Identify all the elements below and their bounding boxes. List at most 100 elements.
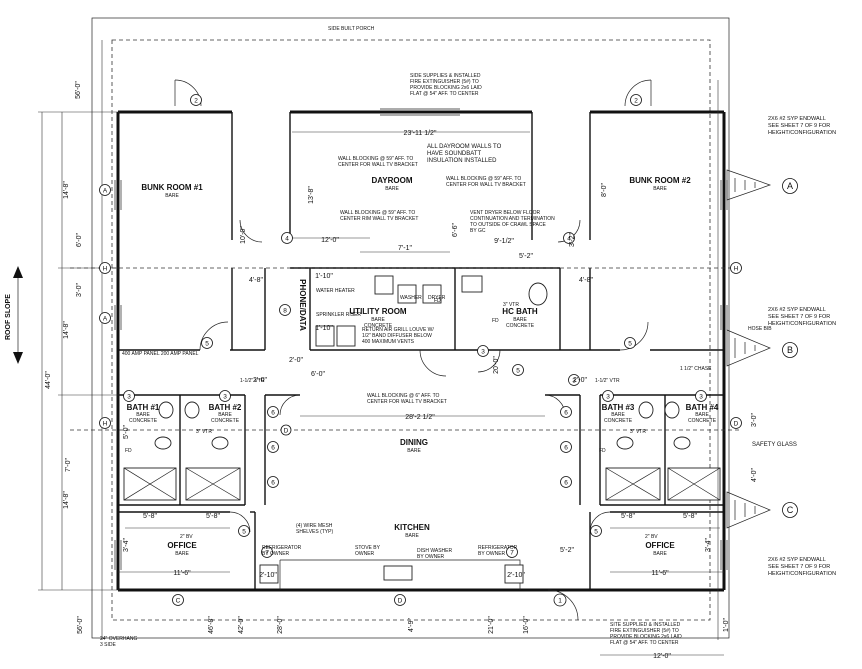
note-dryer: DRYER: [428, 295, 446, 301]
note-panel: 400 AMP PANEL 200 AMP PANEL: [122, 351, 199, 357]
door-tag: 2: [634, 98, 638, 105]
windows: [114, 108, 728, 570]
bath-fixtures: [123, 275, 721, 584]
dim-2-10: 2'-10": [259, 572, 277, 579]
grid-label-c-bottom: C: [176, 598, 181, 605]
roof-slope-arrow: [13, 266, 23, 364]
dim-3-4: 3'-4": [123, 538, 130, 552]
finish-bath3-1: BARE: [611, 412, 625, 418]
dim-5-8d: 5'-8": [683, 513, 697, 520]
note-fd-1: FD: [125, 448, 132, 454]
note-vtr-left: 1-1/2" VTR: [240, 378, 265, 384]
door-tag: 5: [628, 341, 632, 348]
grid-label-a-right: A: [787, 181, 793, 191]
dim-2-0c: 2'-0": [573, 377, 587, 384]
note-blocking-tv-1: WALL BLOCKING @ 59" AFF. TO CENTER FOR W…: [338, 156, 418, 168]
grid-label-a-left: A: [103, 188, 108, 195]
room-bath1: BATH #1: [127, 403, 160, 412]
door-tag: 2: [194, 98, 198, 105]
door-tag: 6: [564, 410, 568, 417]
door-tag: 4: [285, 236, 289, 243]
dim-6-6: 6'-6": [452, 223, 459, 237]
door-tag: 3: [699, 394, 703, 401]
note-safety-glass: SAFETY GLASS: [752, 442, 797, 448]
finish-bunk1: BARE: [165, 193, 179, 199]
grid-label-c-right: C: [787, 505, 794, 515]
dim-11-6a: 11'-6": [173, 570, 191, 577]
dim-5-2b: 5'-2": [560, 547, 574, 554]
dim-9-1-2: 9'-1/2": [494, 238, 514, 245]
note-bv-left: 2" BV: [180, 534, 193, 540]
note-vtr-hc: 3" VTR: [503, 302, 519, 308]
door-tag: 7: [510, 550, 514, 557]
note-overhang: 24" OVERHANG 3 SIDE: [100, 636, 139, 648]
dim-42: 42'-0": [238, 616, 245, 634]
finish-bath4-1: BARE: [695, 412, 709, 418]
dim-3-0c: 3'-0": [751, 413, 758, 427]
grid-label-d-mid: D: [284, 428, 289, 435]
dim-7-1: 7'-1": [398, 245, 412, 252]
room-utility: UTILITY ROOM: [349, 307, 407, 316]
room-office-left: OFFICE: [167, 541, 197, 550]
dim-5-2: 5'-2": [519, 253, 533, 260]
door-tag: 6: [271, 410, 275, 417]
dim-2-10b: 2'-10": [507, 572, 525, 579]
finish-kitchen: BARE: [405, 533, 419, 539]
room-bunk2: BUNK ROOM #2: [629, 176, 691, 185]
finish-utility-1: BARE: [371, 317, 385, 323]
grid-label-h2-left: H: [103, 421, 108, 428]
dim-left-mid: 14'-8": [63, 321, 70, 339]
door-tag: 6: [271, 445, 275, 452]
note-vtr-3-left: 3" VTR: [196, 429, 212, 435]
grid-label-d-bottom: D: [398, 598, 403, 605]
dim-left-upper: 14'-8": [63, 181, 70, 199]
note-sprinkler: SPRINKLER RISER: [316, 312, 361, 318]
grid-label-h-left: H: [103, 266, 108, 273]
note-fd-3: FD: [492, 318, 499, 324]
dim-1-10: 1'-10": [315, 273, 333, 280]
door-tag: 5: [205, 341, 209, 348]
finish-utility-2: CONCRETE: [364, 323, 393, 329]
door-tag: 5: [242, 529, 246, 536]
door-tag: 3: [572, 378, 576, 385]
dim-1-0: 1'-0": [723, 618, 730, 632]
note-fire-bot: SITE SUPPLIED & INSTALLED FIRE EXTINGUIS…: [610, 622, 683, 646]
doors: [174, 79, 652, 621]
room-bath4: BATH #4: [686, 403, 719, 412]
overhang-line: [111, 39, 711, 621]
dim-11-6b: 11'-6": [651, 570, 669, 577]
dim-4-8b: 4'-8": [579, 277, 593, 284]
dim-top-left-a: 56'-0": [75, 81, 82, 99]
door-tag: 3: [127, 394, 131, 401]
note-bv-right: 2" BV: [645, 534, 658, 540]
grid-label-a2-left: A: [103, 316, 108, 323]
note-hose: HOSE BIB: [748, 326, 772, 332]
note-refrig-left: REFRIGERATOR BY OWNER: [262, 545, 303, 557]
dim-5-0: 5'-0": [123, 425, 130, 439]
door-tag: 3: [223, 394, 227, 401]
dim-12-0b: 12'-0": [653, 653, 671, 660]
dim-8: 8'-0": [601, 183, 608, 197]
note-endwall-mid: 2X6 #2 SYP ENDWALL SEE SHEET 7 OF 9 FOR …: [768, 307, 836, 327]
dim-5-8b: 5'-8": [206, 513, 220, 520]
door-tag: 6: [564, 480, 568, 487]
dim-4-9: 4'-9": [408, 618, 415, 632]
dim-4-0: 4'-0": [751, 468, 758, 482]
door-tag: 4: [567, 236, 571, 243]
finish-hc-1: BARE: [513, 317, 527, 323]
room-bunk1: BUNK ROOM #1: [141, 183, 203, 192]
note-shelves: (4) WIRE MESH SHELVES (TYP): [296, 523, 334, 535]
dim-5-8c: 5'-8": [621, 513, 635, 520]
door-tag: 6: [271, 480, 275, 487]
finish-bath2-1: BARE: [218, 412, 232, 418]
room-kitchen: KITCHEN: [394, 523, 430, 532]
note-blocking-tv-4: WALL BLOCKING @ 6" AFF. TO CENTER FOR WA…: [367, 393, 447, 405]
dim-28: 28'-0": [277, 616, 284, 634]
room-office-right: OFFICE: [645, 541, 675, 550]
door-tag: 7: [265, 550, 269, 557]
dim-overall-h: 44'-0": [45, 371, 52, 389]
note-water-heater: WATER HEATER: [316, 288, 355, 294]
door-tag: 1: [558, 598, 562, 605]
dim-3-2: 3'-2": [569, 233, 576, 247]
note-endwall-bot: 2X6 #2 SYP ENDWALL SEE SHEET 7 OF 9 FOR …: [768, 557, 836, 577]
